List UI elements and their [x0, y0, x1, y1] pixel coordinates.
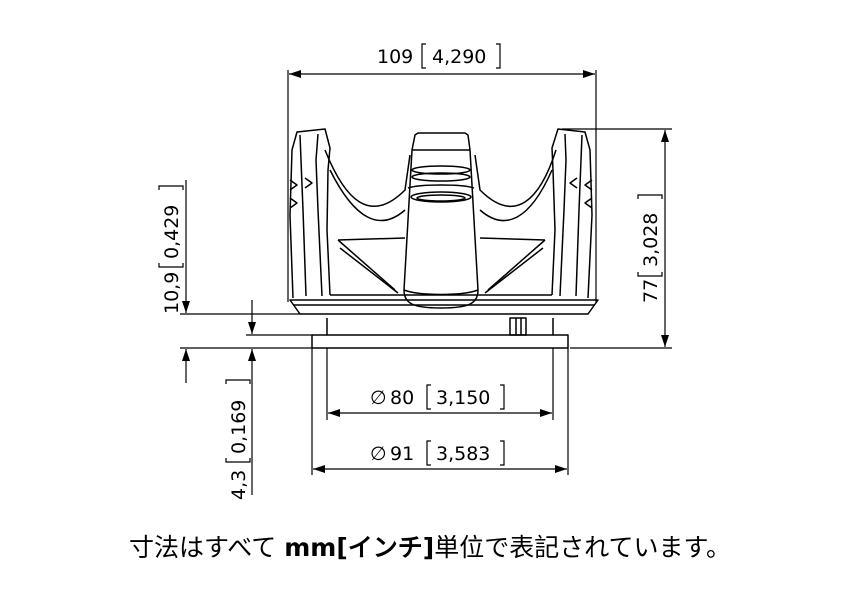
height-dimension-label: 77 3,028	[637, 194, 663, 303]
base-plate	[311, 334, 569, 349]
gap-bottom-value: 4,3	[228, 470, 250, 500]
width-inch-bracket	[421, 43, 501, 69]
inner-bowl	[324, 149, 557, 208]
outer-dia-inch-bracket	[426, 440, 505, 466]
height-inch-bracket	[637, 194, 663, 277]
caption-prefix: 寸法はすべて	[129, 533, 285, 562]
inner-dia-value: 80	[390, 387, 414, 409]
inner-diameter-label: ∅ 80 3,150	[370, 384, 505, 410]
left-arm	[289, 128, 331, 299]
central-post	[403, 132, 479, 309]
product-outline	[289, 128, 599, 349]
inner-dia-symbol: ∅	[370, 387, 387, 409]
dimension-lines	[180, 70, 672, 495]
inner-dia-inch-bracket	[426, 384, 505, 410]
connector-tab	[509, 317, 527, 336]
gap-top-inch-value: 0,429	[161, 205, 183, 259]
units-caption: 寸法はすべて mm[インチ]単位で表記されています。	[0, 528, 860, 564]
outer-dia-inch-value: 3,583	[436, 443, 490, 465]
gap-top-dimension-label: 10,9 0,429	[158, 185, 184, 314]
inner-dia-inch-value: 3,150	[436, 387, 490, 409]
outer-diameter-label: ∅ 91 3,583	[370, 440, 505, 466]
height-value: 77	[640, 279, 662, 303]
right-arm	[551, 128, 593, 299]
gap-bottom-inch-value: 0,169	[228, 400, 250, 454]
gap-bottom-inch-bracket	[225, 379, 251, 463]
gap-top-value: 10,9	[161, 272, 183, 314]
caption-suffix: 単位で表記されています。	[434, 533, 731, 562]
width-inch-value: 4,290	[432, 46, 486, 68]
outer-dia-value: 91	[390, 443, 414, 465]
width-dimension-label: 109 4,290	[377, 43, 501, 69]
bottom-flange	[289, 299, 599, 315]
caption-unit: mm[インチ]	[284, 533, 435, 562]
gap-top-inch-bracket	[158, 185, 184, 268]
width-value: 109	[377, 46, 413, 68]
outer-dia-symbol: ∅	[370, 443, 387, 465]
gap-bottom-dimension-label: 4,3 0,169	[225, 379, 251, 500]
height-inch-value: 3,028	[640, 213, 662, 267]
